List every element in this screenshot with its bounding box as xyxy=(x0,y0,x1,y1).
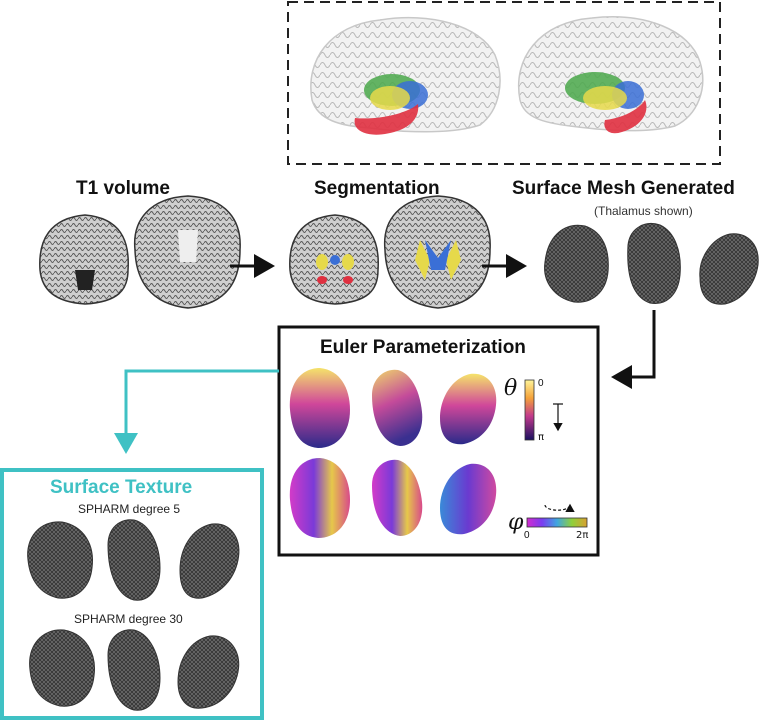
phi-colorbar xyxy=(526,517,588,528)
euler-blob-theta-2 xyxy=(372,369,423,446)
t1-slice-2 xyxy=(133,195,241,309)
phi-max-label: 2π xyxy=(576,530,589,541)
euler-title: Euler Parameterization xyxy=(320,337,526,358)
theta-colorbar xyxy=(524,379,535,441)
spharm5-mesh-3 xyxy=(179,523,240,599)
spharm30-mesh-3 xyxy=(177,635,240,709)
segmentation-label: Segmentation xyxy=(314,178,440,199)
euler-blob-phi-2 xyxy=(372,459,423,536)
phi-min-label: 0 xyxy=(524,530,530,541)
spharm30-mesh-2 xyxy=(107,629,161,711)
euler-blob-theta-1 xyxy=(289,368,350,448)
theta-min-label: 0 xyxy=(538,378,544,389)
theta-max-label: π xyxy=(538,432,545,443)
euler-blob-phi-1 xyxy=(289,458,350,538)
t1-slice-1 xyxy=(39,214,129,305)
surface-mesh-label: Surface Mesh Generated xyxy=(512,178,735,199)
spharm-degree-5-label: SPHARM degree 5 xyxy=(78,502,181,516)
mesh-thalamus-1 xyxy=(544,224,609,303)
spharm30-mesh-1 xyxy=(29,629,95,707)
mesh-thalamus-3 xyxy=(699,233,759,305)
segmentation-slice-2 xyxy=(383,195,491,309)
brain-render-box xyxy=(287,1,721,165)
spharm5-mesh-2 xyxy=(107,519,161,601)
phi-symbol: φ xyxy=(508,510,524,535)
thalamus-note: (Thalamus shown) xyxy=(594,204,693,218)
segmentation-slice-1 xyxy=(289,214,379,305)
mesh-thalamus-2 xyxy=(627,223,681,305)
spharm5-mesh-1 xyxy=(27,521,93,599)
surface-texture-title: Surface Texture xyxy=(50,477,193,498)
spharm-degree-30-label: SPHARM degree 30 xyxy=(74,612,183,626)
arrow-mesh-to-euler xyxy=(611,310,656,389)
t1-volume-label: T1 volume xyxy=(76,178,170,199)
arrow-euler-to-texture xyxy=(114,369,279,454)
euler-blob-theta-3 xyxy=(440,373,497,445)
brain-3d-left xyxy=(310,16,501,135)
euler-blob-phi-3 xyxy=(440,463,497,535)
phi-rotation-icon xyxy=(544,503,575,513)
theta-symbol: θ xyxy=(504,376,518,401)
brain-3d-right xyxy=(517,16,704,134)
